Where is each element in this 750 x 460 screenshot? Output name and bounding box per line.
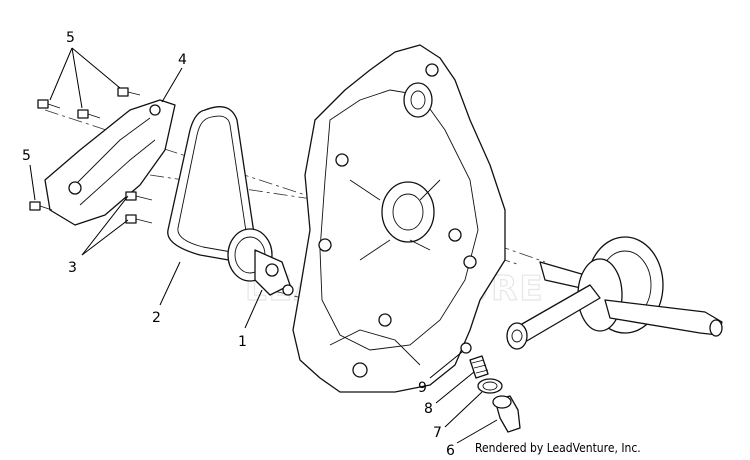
crankcase [292, 44, 506, 393]
oil-pump-sprocket [227, 228, 294, 296]
callout-6: 6 [446, 443, 455, 459]
bolt [125, 214, 153, 224]
callout-8: 8 [424, 401, 433, 417]
callout-5a: 5 [66, 30, 75, 46]
callout-1: 1 [238, 334, 247, 350]
drain-plug-assembly [460, 342, 521, 433]
crankshaft [506, 236, 723, 350]
leader-lines [29, 47, 498, 444]
callouts: 5 4 5 3 2 1 9 8 7 6 [22, 30, 455, 459]
callout-5b: 5 [22, 148, 31, 164]
bolt [125, 191, 153, 201]
credit-text: Rendered by LeadVenture, Inc. [475, 441, 641, 455]
timing-chain [167, 106, 256, 263]
callout-3: 3 [68, 260, 77, 276]
chain-cover [44, 99, 176, 226]
callout-2: 2 [152, 310, 161, 326]
bolts [29, 87, 153, 224]
callout-7: 7 [433, 425, 442, 441]
callout-4: 4 [178, 52, 187, 68]
bolt [77, 109, 101, 119]
bolt [29, 201, 53, 211]
callout-9: 9 [418, 380, 427, 396]
bolt [37, 99, 61, 109]
bolt [117, 87, 141, 97]
